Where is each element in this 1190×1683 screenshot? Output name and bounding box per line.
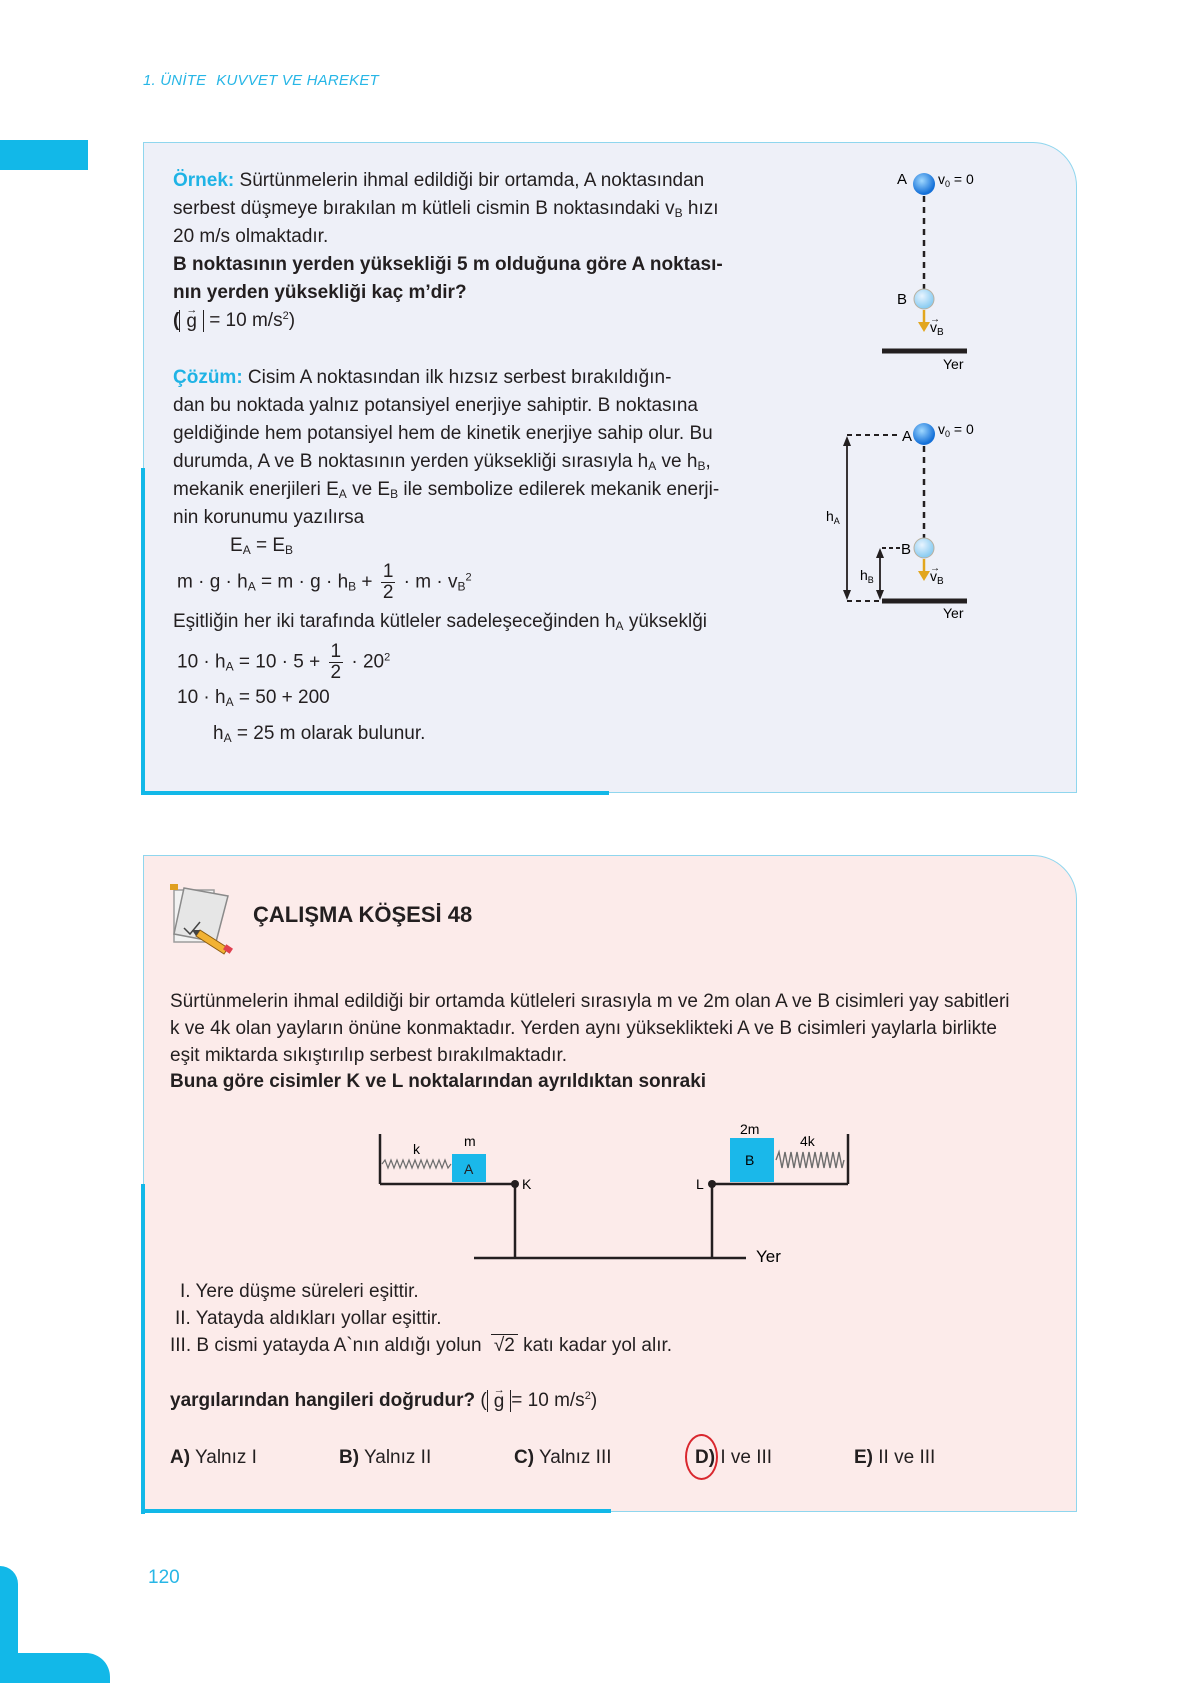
example-box-accent-bottom	[141, 791, 609, 795]
answer-circle-mark	[685, 1434, 718, 1480]
label-ground-1: Yer	[943, 356, 964, 372]
example-box	[143, 142, 1077, 793]
work-box-accent-bottom	[141, 1509, 611, 1513]
label-v0: v0 = 0	[938, 171, 974, 189]
choice-B[interactable]: B) Yalnız II	[339, 1447, 432, 1468]
block-B	[730, 1138, 774, 1182]
label-B: B	[897, 291, 907, 308]
statement-2: II. Yatayda aldıkları yollar eşittir.	[175, 1308, 442, 1329]
label-block-A: A	[464, 1161, 474, 1177]
example-question-2: nın yerden yüksekliği kaç m’dir?	[173, 282, 467, 303]
example-gravity: (g = 10 m/s2)	[173, 298, 295, 335]
label-ground: Yer	[756, 1247, 781, 1266]
upper-figure: A v0 = 0 B vB → Yer	[882, 171, 974, 372]
svg-text:→: →	[930, 314, 940, 325]
spring-k	[381, 1158, 452, 1170]
solution-line-4: durumda, A ve B noktasının yerden yüksek…	[173, 451, 711, 473]
label-vB: vB	[930, 319, 944, 338]
statement-1: I. Yere düşme süreleri eşittir.	[180, 1281, 419, 1302]
ball-B-2	[913, 537, 935, 559]
ball-A-2	[913, 423, 935, 445]
label-block-B: B	[745, 1152, 754, 1168]
solution-line-3: geldiğinde hem potansiyel hem de kinetik…	[173, 423, 713, 444]
solution-line-2: dan bu noktada yalnız potansiyel enerjiy…	[173, 395, 698, 416]
work-paragraph-2: k ve 4k olan yayların önüne konmaktadır.…	[170, 1018, 997, 1039]
unit-number: 1. ÜNİTE	[143, 72, 207, 89]
unit-title: KUVVET VE HAREKET	[216, 72, 379, 89]
label-hB: hB	[860, 567, 874, 585]
label-2m: 2m	[740, 1122, 759, 1137]
label-m: m	[464, 1133, 476, 1149]
label-B-2: B	[901, 541, 911, 558]
spring-4k	[775, 1149, 845, 1169]
ball-B	[913, 288, 935, 310]
ball-A	[913, 173, 935, 195]
example-question-1: B noktasının yerden yüksekliği 5 m olduğ…	[173, 254, 723, 275]
label-ground-2: Yer	[943, 605, 964, 621]
label-k: k	[413, 1141, 421, 1157]
left-tab-decoration	[0, 140, 88, 170]
block-A	[452, 1154, 486, 1182]
equation-result: hA = 25 m olarak bulunur.	[213, 723, 426, 745]
label-4k: 4k	[800, 1133, 816, 1149]
equation-numeric-2: 10 · hA = 50 + 200	[177, 687, 330, 709]
solution-line-5: mekanik enerjileri EA ve EB ile semboliz…	[173, 479, 720, 501]
lower-figure: A v0 = 0 B vB → Yer hA hB	[826, 421, 974, 621]
label-A: A	[897, 171, 907, 188]
work-box-accent-left	[141, 1184, 145, 1514]
statement-3: III. B cismi yatayda A`nın aldığı yolun …	[170, 1334, 673, 1356]
work-question: Buna göre cisimler K ve L noktalarından …	[170, 1071, 707, 1092]
choice-E[interactable]: E) II ve III	[854, 1447, 936, 1468]
work-corner-title: ÇALIŞMA KÖŞESİ 48	[253, 902, 473, 927]
solution-label: Çözüm:	[173, 367, 243, 388]
equation-energy: EA = EB	[230, 535, 294, 557]
work-paragraph-1: Sürtünmelerin ihmal edildiği bir ortamda…	[170, 991, 1010, 1012]
label-A-2: A	[902, 428, 912, 445]
label-L: L	[696, 1176, 704, 1192]
svg-text:vB: vB	[930, 568, 944, 587]
corner-decoration	[0, 1566, 110, 1683]
svg-text:→: →	[930, 563, 940, 574]
choice-A[interactable]: A) Yalnız I	[170, 1447, 257, 1468]
solution-mass-line: Eşitliğin her iki tarafında kütleler sad…	[173, 611, 707, 633]
example-box-accent-left	[141, 468, 145, 795]
example-label: Örnek:	[173, 170, 235, 191]
free-fall-diagram: A v0 = 0 B vB → Yer A v0 = 0 B vB → Yer …	[826, 171, 974, 621]
choice-C[interactable]: C) Yalnız III	[514, 1447, 612, 1468]
solution-line-1: Çözüm: Cisim A noktasından ilk hızsız se…	[173, 367, 672, 388]
label-K: K	[522, 1176, 532, 1192]
unit-header: 1. ÜNİTE KUVVET VE HAREKET	[143, 72, 389, 89]
work-corner-box	[143, 855, 1077, 1512]
label-hA: hA	[826, 508, 840, 526]
example-line-2: serbest düşmeye bırakılan m kütleli cism…	[173, 198, 719, 220]
page-number: 120	[148, 1567, 180, 1588]
work-paragraph-3: eşit miktarda sıkıştırılıp serbest bırak…	[170, 1045, 568, 1066]
spring-diagram: k m A K Yer L 2m B 4k	[378, 1122, 850, 1266]
solution-line-6: nin korunumu yazılırsa	[173, 507, 365, 528]
example-line-3: 20 m/s olmaktadır.	[173, 226, 329, 247]
svg-text:v0 = 0: v0 = 0	[938, 421, 974, 439]
example-line-1: Örnek: Sürtünmelerin ihmal edildiği bir …	[173, 170, 705, 191]
notebook-pencil-icon	[170, 884, 233, 955]
work-ask: yargılarından hangileri doğrudur? (g= 10…	[170, 1378, 597, 1415]
